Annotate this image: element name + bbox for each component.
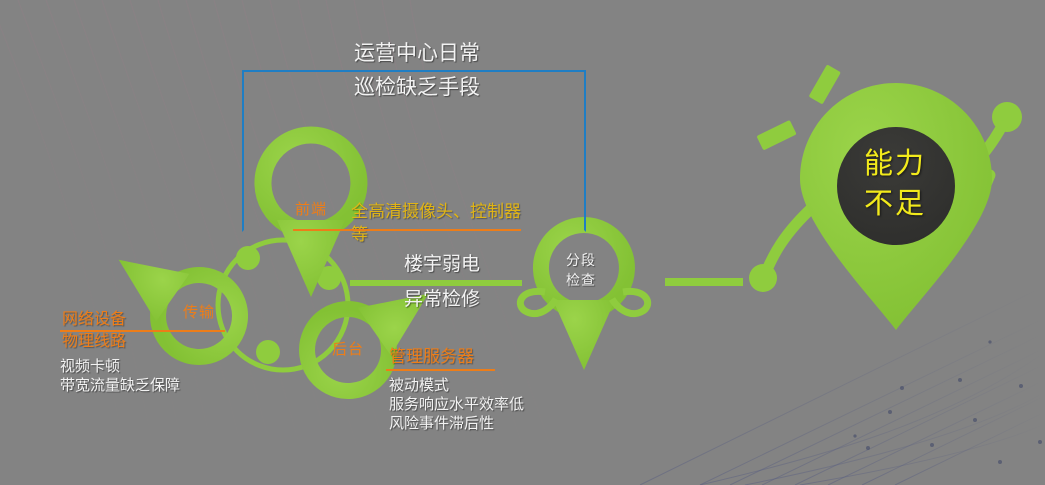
backend-detail-2: 服务响应水平效率低 <box>389 396 525 413</box>
backend-title: 管理服务器 <box>389 347 474 366</box>
transmission-title-line2: 物理线路 <box>62 333 127 350</box>
transmission-detail-1: 视频卡顿 <box>60 358 121 375</box>
result-label-line2: 不足 <box>864 188 927 220</box>
transmission-title-line1: 网络设备 <box>62 311 127 328</box>
node-label-segment-check-line1[interactable]: 分段 <box>566 252 596 268</box>
front-end-underline <box>293 229 521 231</box>
bracket-heading-line1: 运营中心日常 <box>354 42 480 65</box>
front-end-title: 全高清摄像头、控制器 <box>351 202 521 221</box>
front-end-title-cont: 等 <box>351 225 368 244</box>
bracket-operations-center <box>242 70 586 232</box>
node-label-transmission[interactable]: 传输 <box>182 304 215 321</box>
result-label-line1: 能力 <box>864 148 927 180</box>
node-label-front-end[interactable]: 前端 <box>294 201 327 218</box>
transmission-detail-2: 带宽流量缺乏保障 <box>60 377 181 394</box>
node-label-backend[interactable]: 后台 <box>331 341 364 358</box>
bracket-heading-line2: 巡检缺乏手段 <box>354 76 480 99</box>
middle-label-line2: 异常检修 <box>404 289 481 310</box>
backend-detail-3: 风险事件滞后性 <box>389 415 495 432</box>
middle-label-rule <box>350 280 522 286</box>
node-label-segment-check-line2[interactable]: 检查 <box>566 272 596 288</box>
backend-underline <box>386 369 495 371</box>
backend-detail-1: 被动模式 <box>389 377 450 394</box>
middle-label-line1: 楼宇弱电 <box>404 254 481 275</box>
transmission-underline <box>60 330 225 332</box>
